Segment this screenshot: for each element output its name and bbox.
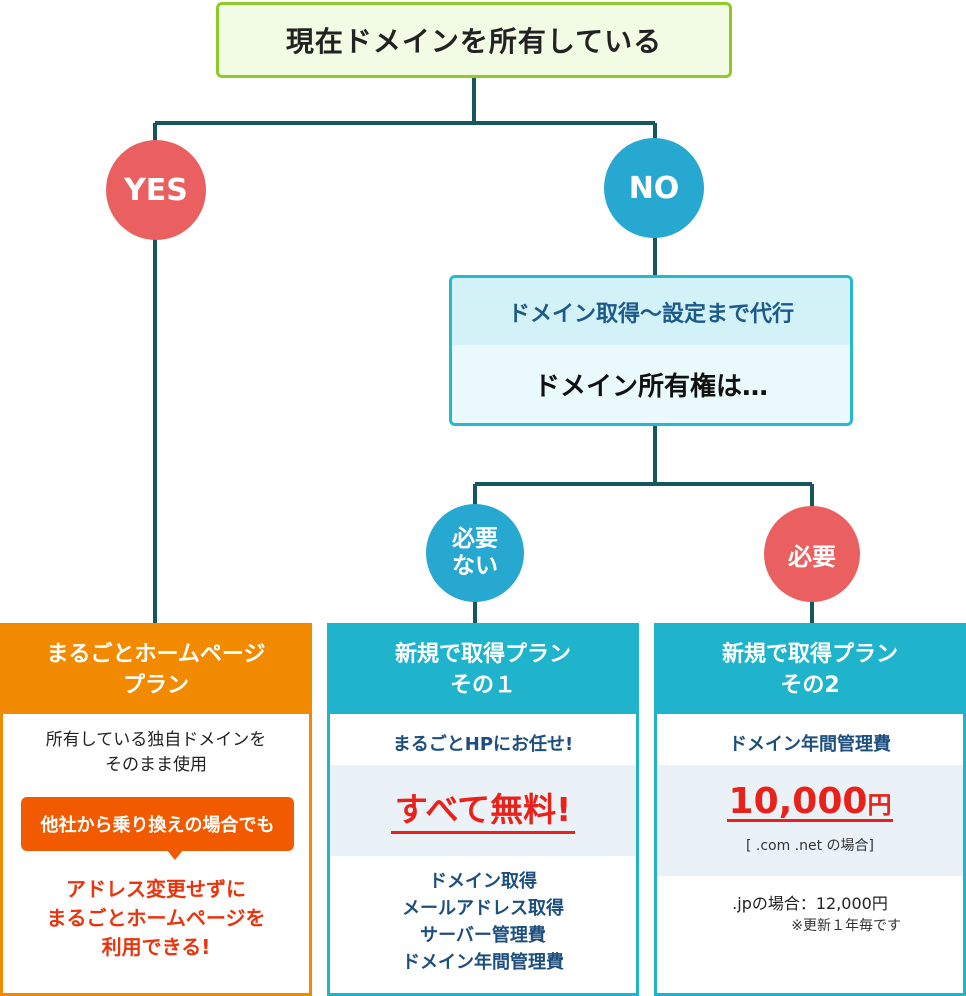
plan-new2-band: 10,000円 [ .com .net の場合] — [657, 765, 963, 876]
plan-card-new-1: 新規で取得プラン その１ まるごとHPにお任せ! すべて無料! ドメイン取得 メ… — [327, 623, 639, 996]
plan-new1-headline: すべて無料! — [390, 790, 576, 834]
plan-new2-price-unit: 円 — [867, 791, 892, 819]
plan-new1-item: ドメイン年間管理費 — [402, 952, 564, 973]
plan-new2-title-line2: その2 — [780, 673, 840, 698]
no-circle: NO — [604, 138, 704, 238]
plan-new1-items: ドメイン取得 メールアドレス取得 サーバー管理費 ドメイン年間管理費 — [330, 868, 636, 976]
needed-label: 必要 — [788, 542, 836, 571]
plan-full-title-line2: プラン — [122, 673, 189, 698]
plan-new1-title-line2: その１ — [449, 673, 516, 698]
plan-new1-subtitle: まるごとHPにお任せ! — [392, 734, 574, 755]
plan-new1-item: サーバー管理費 — [420, 925, 546, 946]
not-needed-circle: 必要 ない — [426, 504, 524, 602]
transfer-callout-text: 他社から乗り換えの場合でも — [40, 815, 275, 836]
root-question-box: 現在ドメインを所有している — [216, 2, 732, 78]
plan-card-full-homepage: まるごとホームページ プラン 所有している独自ドメインを そのまま使用 他社から… — [0, 623, 312, 996]
plan-new2-price-wrap: 10,000円 — [657, 781, 963, 822]
plan-new1-headline-wrap: すべて無料! — [330, 783, 636, 834]
plan-new2-price: 10,000 — [728, 781, 868, 822]
plan-full-desc-line2: そのまま使用 — [105, 755, 207, 775]
plan-new2-jp-price: .jpの場合：12,000円 — [732, 894, 888, 913]
plan-new2-price-underline: 10,000円 — [726, 781, 894, 822]
yes-circle: YES — [106, 140, 206, 240]
plan-new2-header: 新規で取得プラン その2 — [657, 626, 963, 714]
plan-new1-title-line1: 新規で取得プラン — [394, 642, 571, 667]
plan-new2-price-note: [ .com .net の場合] — [745, 838, 875, 854]
plan-new2-title-line1: 新規で取得プラン — [721, 642, 898, 667]
plan-full-header: まるごとホームページ プラン — [3, 626, 309, 714]
callout-tail — [166, 849, 184, 860]
not-needed-label-line2: ない — [452, 553, 498, 579]
plan-new2-jp-note: ※更新１年毎です — [791, 918, 901, 934]
not-needed-label-line1: 必要 — [452, 526, 498, 552]
plan-new1-band: すべて無料! — [330, 765, 636, 856]
plan-new1-item: ドメイン取得 — [429, 871, 537, 892]
no-label: NO — [628, 170, 680, 206]
plan-full-benefit-line1: アドレス変更せずに — [66, 877, 246, 901]
plan-new1-header: 新規で取得プラン その１ — [330, 626, 636, 714]
domain-service-box: ドメイン取得〜設定まで代行 ドメイン所有権は… — [449, 275, 853, 426]
root-question: 現在ドメインを所有している — [285, 25, 663, 58]
plan-full-benefit-line3: 利用できる! — [101, 935, 211, 959]
needed-circle: 必要 — [764, 506, 860, 602]
plan-full-benefit-line2: まるごとホームページを — [46, 906, 266, 930]
domain-service-title: ドメイン取得〜設定まで代行 — [452, 278, 850, 345]
plan-full-benefit: アドレス変更せずに まるごとホームページを 利用できる! — [3, 875, 309, 962]
plan-new2-subtitle: ドメイン年間管理費 — [729, 734, 891, 755]
plan-full-desc-line1: 所有している独自ドメインを — [45, 730, 267, 750]
transfer-callout: 他社から乗り換えの場合でも — [21, 797, 294, 860]
plan-new1-item: メールアドレス取得 — [402, 898, 564, 919]
plan-full-description: 所有している独自ドメインを そのまま使用 — [3, 728, 309, 778]
ownership-question: ドメイン所有権は… — [533, 371, 768, 402]
yes-label: YES — [124, 172, 188, 208]
plan-card-new-2: 新規で取得プラン その2 ドメイン年間管理費 10,000円 [ .com .n… — [654, 623, 966, 996]
plan-full-title-line1: まるごとホームページ — [46, 642, 266, 667]
